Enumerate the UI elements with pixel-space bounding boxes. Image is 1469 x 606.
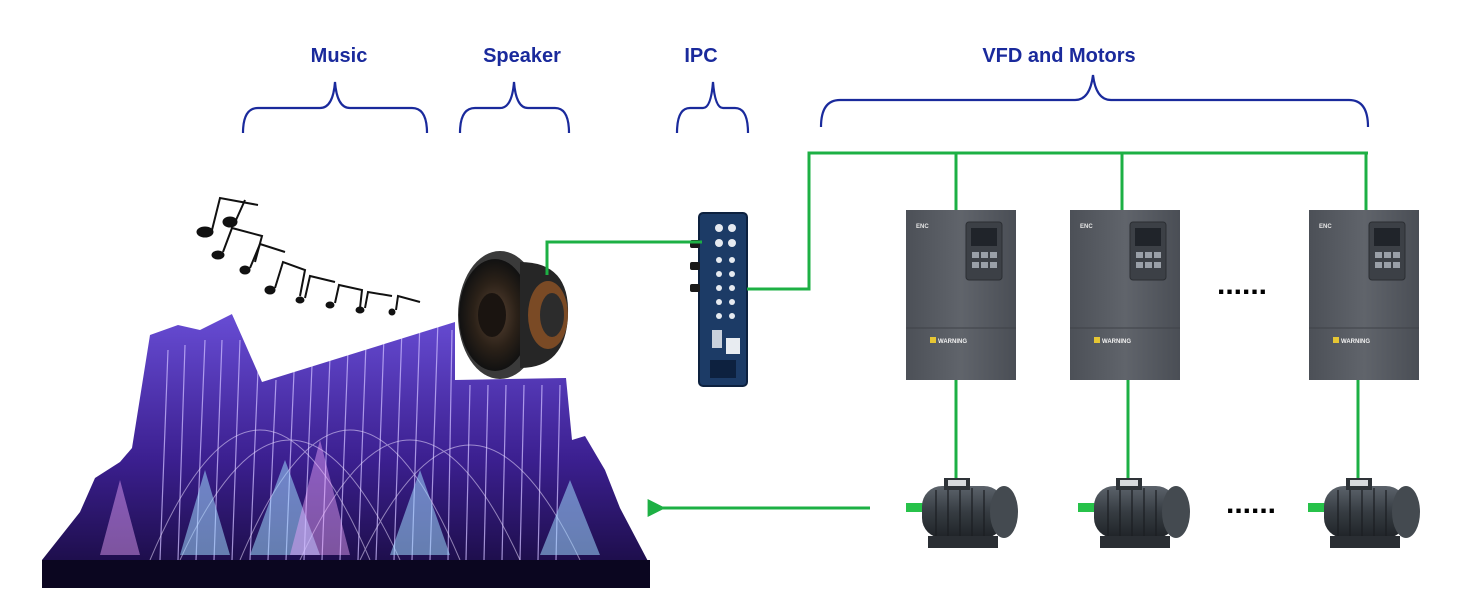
bracket-group	[241, 74, 1370, 134]
vfd-warning: WARNING	[1102, 339, 1131, 345]
bracket-ipc	[675, 81, 750, 134]
label-vfd-and-motors: VFD and Motors	[982, 45, 1135, 67]
electric-motor-icon	[1078, 478, 1190, 548]
music-notes-icon	[196, 196, 455, 382]
wire-ipc-bus	[747, 151, 1368, 291]
wiring	[545, 151, 1368, 478]
bracket-speaker	[458, 81, 571, 134]
frequency-inverter-icon: ENC WARNING	[1070, 210, 1180, 380]
electric-motor-icon	[1308, 478, 1420, 548]
frequency-inverter-icon: ENC WARNING	[1309, 210, 1419, 380]
label-speaker: Speaker	[483, 45, 561, 67]
vfd-brand: ENC	[916, 224, 929, 230]
frequency-inverter-icon: ENC WARNING	[906, 210, 1016, 380]
vfd-brand: ENC	[1080, 224, 1093, 230]
bracket-music	[241, 81, 429, 134]
vfd-warning: WARNING	[938, 339, 967, 345]
wire-speaker-ipc	[545, 240, 702, 275]
vfd-warning: WARNING	[1341, 339, 1370, 345]
audio-mixer-icon	[690, 212, 748, 387]
bracket-vfd-motors	[819, 74, 1370, 128]
loudspeaker-icon	[458, 251, 569, 379]
label-ipc: IPC	[684, 45, 717, 67]
vfd-ellipsis: ......	[1217, 268, 1267, 301]
motor-ellipsis: ......	[1226, 487, 1276, 520]
fountain-show-image	[42, 306, 650, 588]
label-music: Music	[311, 45, 368, 67]
electric-motor-icon	[906, 478, 1018, 548]
vfd-brand: ENC	[1319, 224, 1332, 230]
